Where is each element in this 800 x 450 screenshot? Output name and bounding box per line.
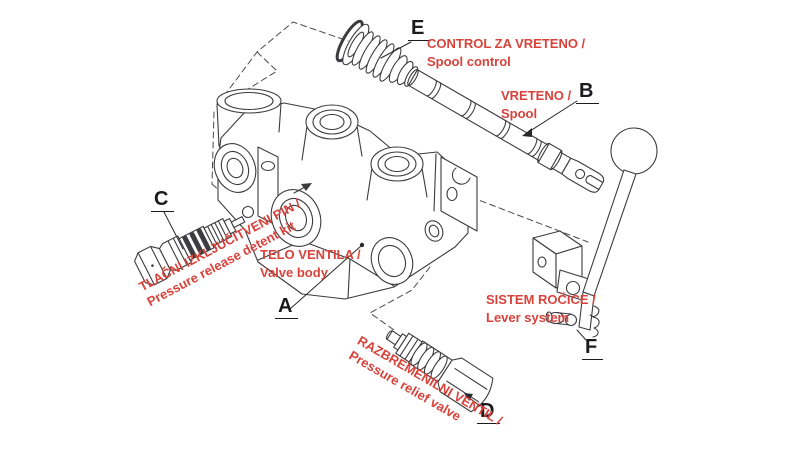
part-letter-d: D — [477, 401, 500, 424]
detent-ball — [241, 205, 255, 219]
spool-part — [407, 69, 605, 193]
valve-body-part — [213, 88, 478, 300]
part-letter-f: F — [582, 337, 603, 360]
spool-control-part — [335, 19, 419, 87]
label-en: Valve body — [260, 265, 328, 280]
spool-assembly — [335, 19, 605, 193]
leader-lines — [163, 41, 587, 407]
lever-system-part — [532, 127, 658, 338]
label-sl: CONTROL ZA VRETENO / — [427, 36, 586, 51]
part-letter-a: A — [275, 296, 298, 319]
label-sl: TELO VENTILA / — [260, 247, 361, 262]
flow-arrow-icon — [293, 183, 312, 194]
callout-label-f: SISTEM ROČICE / Lever system — [486, 291, 596, 327]
lever-knob — [610, 127, 658, 175]
label-sl: SISTEM ROČICE / — [486, 292, 596, 307]
relief-valve-part — [385, 330, 494, 413]
part-letter-e: E — [408, 18, 430, 41]
callout-label-b: VRETENO / Spool — [501, 87, 571, 123]
callout-label-e: CONTROL ZA VRETENO / Spool control — [427, 35, 585, 71]
label-en: Spool control — [427, 54, 511, 69]
label-en: Lever system — [486, 310, 570, 325]
label-sl: VRETENO / — [501, 88, 572, 103]
callout-label-a: TELO VENTILA / Valve body — [260, 246, 361, 282]
detent-pin-part — [134, 216, 246, 286]
label-en: Spool — [501, 106, 538, 121]
part-letter-c: C — [151, 189, 174, 212]
part-letter-b: B — [576, 81, 599, 104]
